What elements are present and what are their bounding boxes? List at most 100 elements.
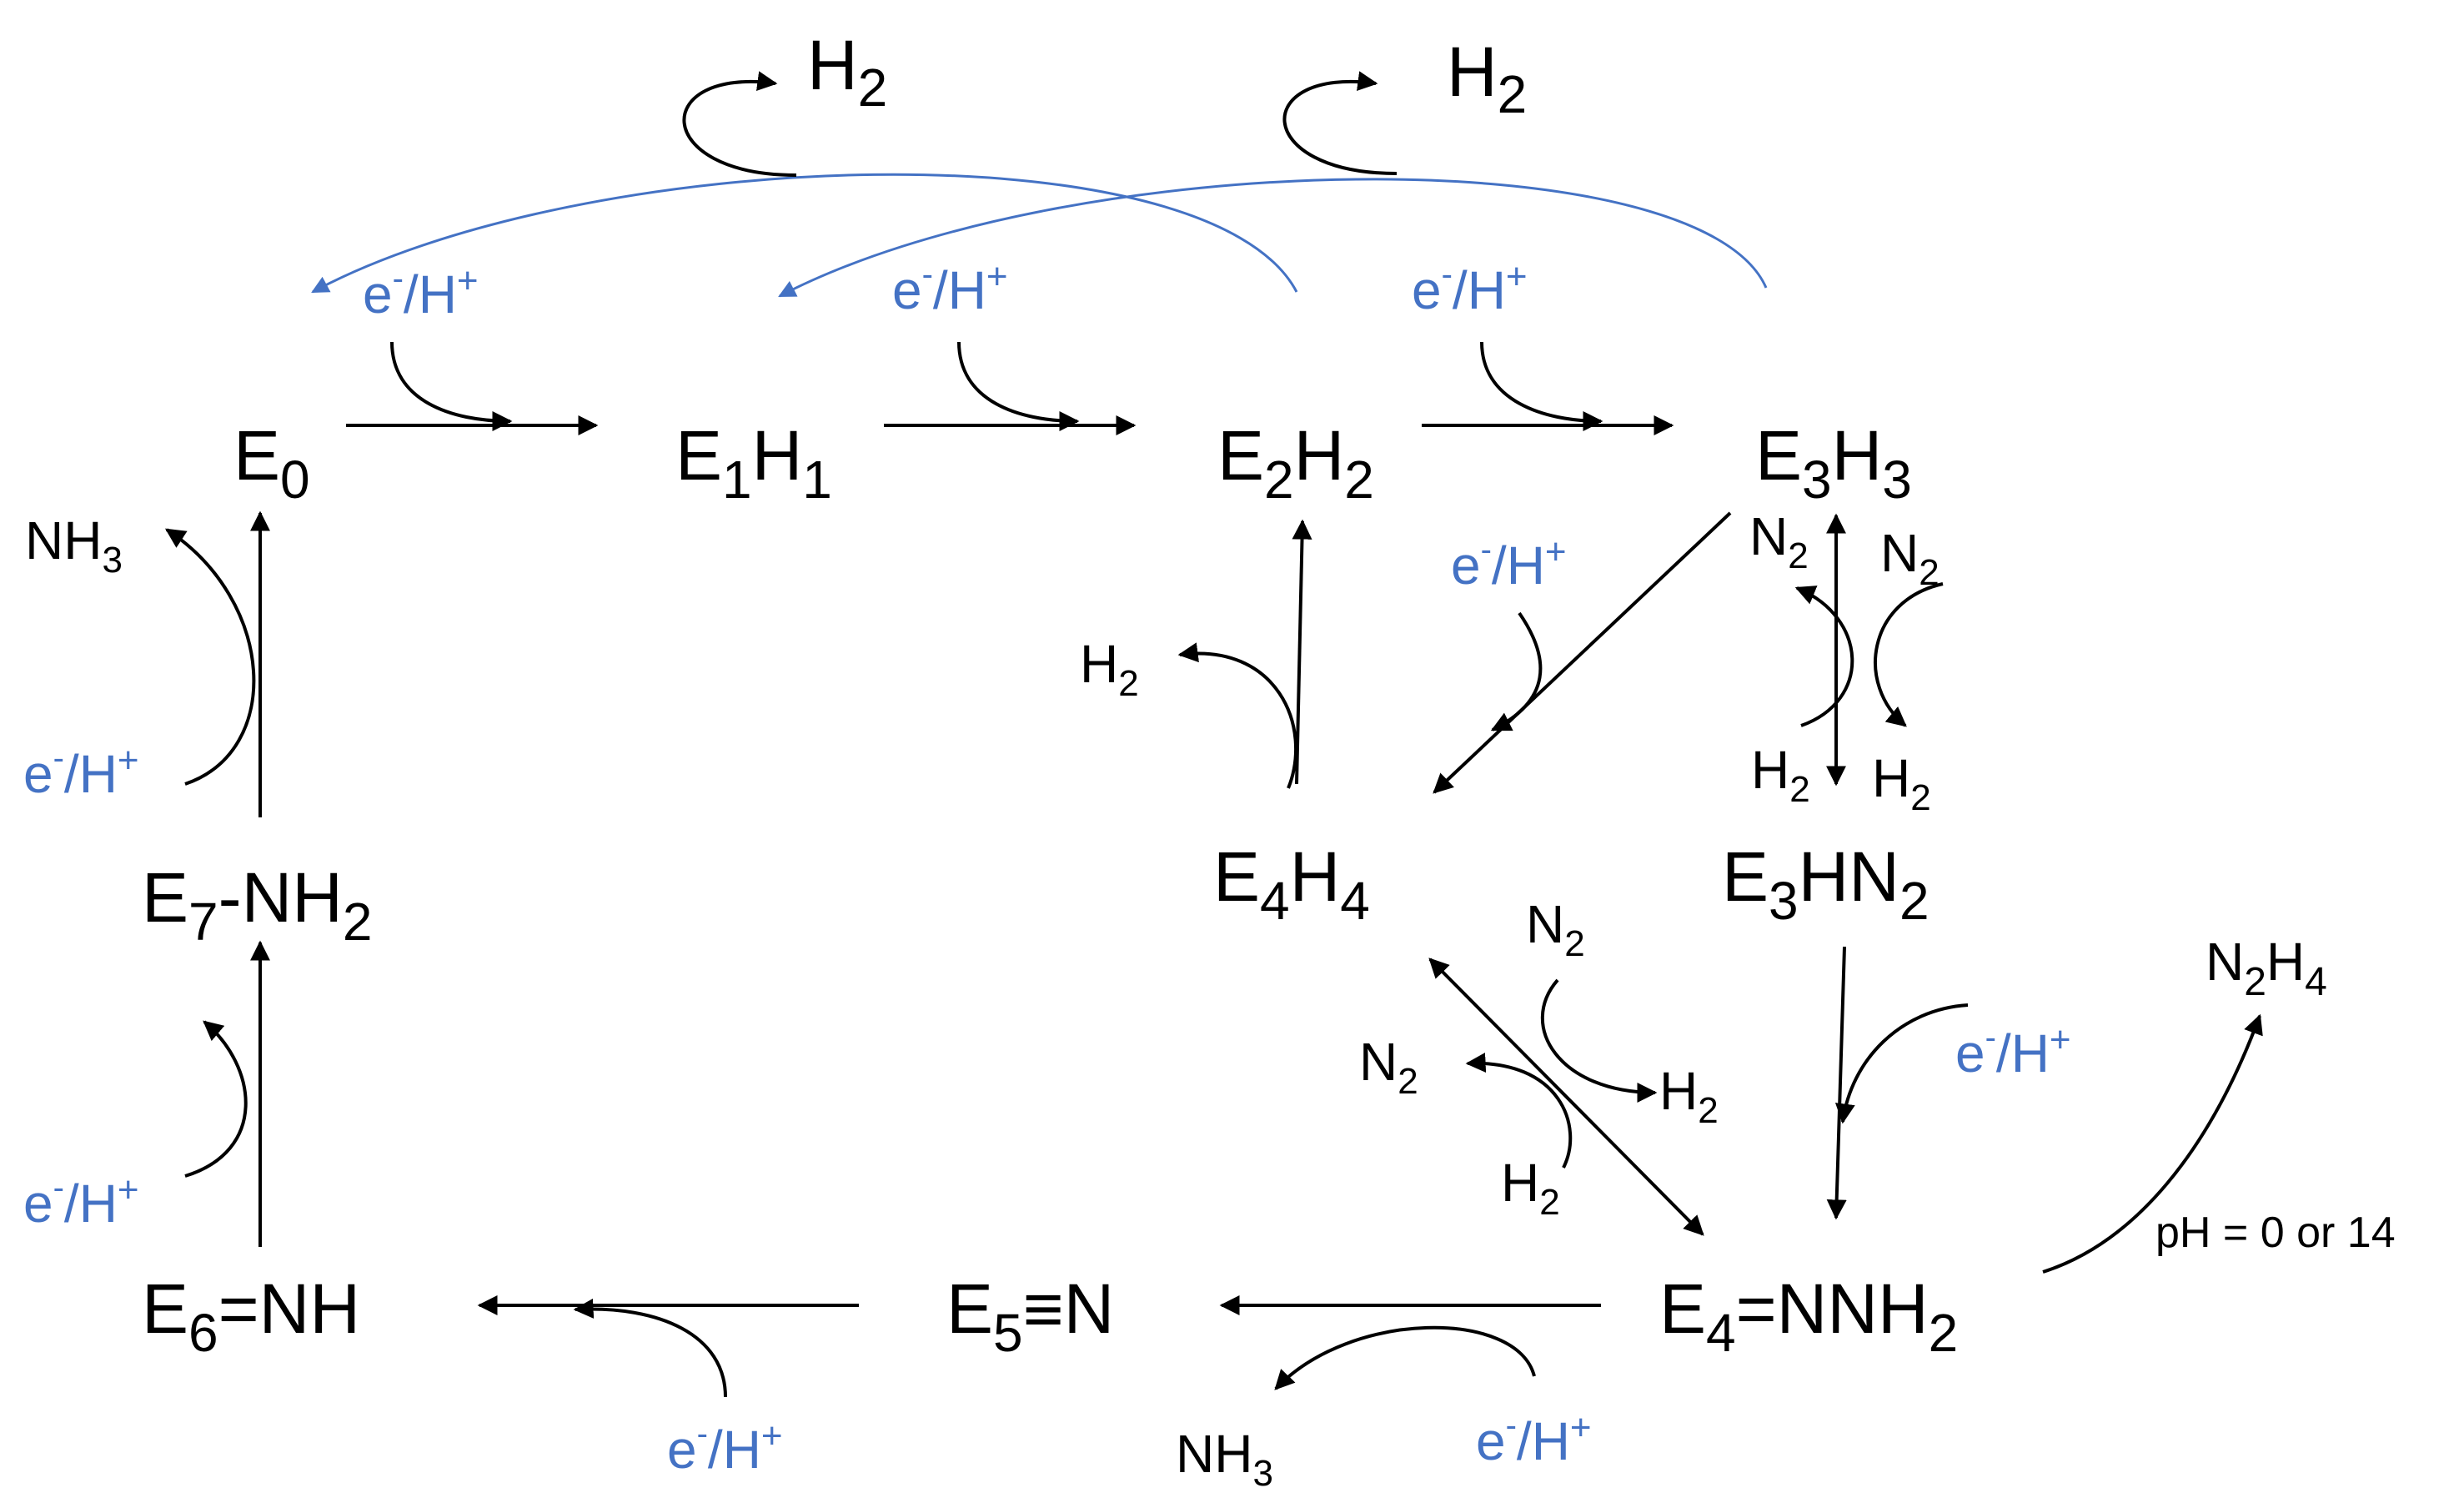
n2-label-right-top-right: N2	[1880, 523, 1940, 593]
nh3-label-bottom: NH3	[1176, 1424, 1273, 1494]
svg-text:e-/H+: e-/H+	[23, 740, 139, 804]
h2-evolution-arc-e3h3-to-e1h1	[778, 178, 1768, 298]
arrow-e3h3-to-e4h4	[1433, 511, 1732, 794]
subscript-3: 3	[1882, 450, 1912, 510]
e-h-label-top-2: e-/H+	[892, 256, 1008, 320]
h2-evolution-arc-e2h2-to-e0	[311, 173, 1298, 294]
state-e3hn2: E3HN2	[1722, 837, 1930, 931]
h2-label-right-bottom-right: H2	[1872, 748, 1931, 818]
n2-label-diagonal-left: N2	[1359, 1032, 1418, 1102]
h2-release-arrow-middle	[1177, 642, 1297, 789]
nh3-release-arrow-bottom	[1274, 1325, 1536, 1390]
formula-text-2: H	[1832, 416, 1883, 495]
formula-text-0: E	[142, 1269, 188, 1348]
top-h2-label-left: H2	[807, 26, 887, 118]
formula-text-2: H	[752, 416, 803, 495]
n2h4-label: N2H4	[2206, 932, 2327, 1004]
state-e7nh2: E7-NH2	[142, 858, 373, 952]
subscript-1: 2	[2244, 960, 2266, 1004]
state-e5n: E5≡N	[946, 1269, 1114, 1363]
subscript-1: 5	[993, 1303, 1023, 1363]
state-e6nh: E6=NH	[142, 1269, 360, 1363]
arrow-e4h4-to-e2h2	[1292, 519, 1312, 785]
state-e1h1: E1H1	[675, 416, 832, 510]
formula-text-2: =NNH	[1736, 1269, 1929, 1348]
subscript-3: 4	[2305, 960, 2327, 1004]
subscript-1: 6	[188, 1303, 218, 1363]
subscript-1: 3	[1769, 871, 1799, 931]
e-h-input-arrow-right	[1834, 1003, 1969, 1124]
subscript-3: 2	[1899, 871, 1930, 931]
e-h-label-bottom-1: e-/H+	[667, 1415, 783, 1480]
subscript-3: 1	[802, 450, 832, 510]
svg-text:e-/H+: e-/H+	[1451, 531, 1567, 596]
ph-condition-note: pH = 0 or 14	[2155, 1209, 2396, 1257]
svg-text:e-/H+: e-/H+	[892, 256, 1008, 320]
state-e4nnh2: E4=NNH2	[1659, 1269, 1958, 1363]
formula-text-0: E	[1755, 416, 1802, 495]
formula-text-0: E	[1217, 416, 1264, 495]
e-h-label-right: e-/H+	[1955, 1019, 2071, 1083]
e-h-input-arrow-3	[1480, 341, 1603, 431]
formula-text-2: H	[1294, 416, 1345, 495]
subscript-1: 1	[722, 450, 752, 510]
formula-text-0: E	[946, 1269, 993, 1348]
n2-binding-arrow-diagonal	[1540, 978, 1658, 1103]
formula-text-2: HN	[1799, 837, 1899, 916]
arrow-e4h4-to-e4nnh2	[1428, 958, 1704, 1236]
svg-text:e-/H+: e-/H+	[667, 1415, 783, 1480]
e-h-label-bottom-2: e-/H+	[1476, 1407, 1592, 1471]
state-e4h4: E4H4	[1213, 837, 1370, 931]
formula-text-2: =NH	[218, 1269, 360, 1348]
h2-label-diagonal-right: H2	[1659, 1061, 1719, 1131]
h2-label-right-bottom-left: H2	[1751, 740, 1810, 810]
top-h2-label-right: H2	[1447, 33, 1527, 124]
svg-text:e-/H+: e-/H+	[23, 1169, 139, 1234]
n2-label-diagonal-top: N2	[1526, 894, 1585, 964]
arrow-e3hn2-to-e4nnh2	[1826, 946, 1847, 1220]
nh3-release-arrow-left	[164, 528, 256, 786]
subscript-1: 4	[1706, 1303, 1736, 1363]
h2-label-diagonal-bottom: H2	[1501, 1153, 1560, 1223]
formula-text-2: H	[2266, 932, 2305, 992]
e-h-label-top-3: e-/H+	[1412, 256, 1528, 320]
arrow-e4nnh2-to-n2h4	[2042, 1013, 2263, 1274]
svg-text:e-/H+: e-/H+	[1955, 1019, 2071, 1083]
e-h-input-arrow-bottom-1	[573, 1298, 727, 1398]
e-h-input-arrow-1	[390, 341, 513, 431]
formula-text-0: E	[675, 416, 722, 495]
formula-text-0: E	[1722, 837, 1769, 916]
formula-text-2: H	[1290, 837, 1341, 916]
subscript-3: 4	[1340, 871, 1370, 931]
e-h-input-arrow-left-2	[184, 1020, 248, 1178]
formula-text-2: -NH	[218, 858, 343, 937]
state-e3h3: E3H3	[1755, 416, 1912, 510]
e-h-input-arrow-2	[957, 341, 1080, 431]
state-e0: E0	[233, 416, 310, 510]
h2-release-arrow-right	[1794, 586, 1854, 727]
nh3-label-left: NH3	[25, 510, 123, 581]
subscript-1: 4	[1260, 871, 1290, 931]
e-h-label-diagonal: e-/H+	[1451, 531, 1567, 596]
subscript-3: 2	[343, 892, 373, 952]
h2-label-middle: H2	[1080, 634, 1139, 704]
formula-text-0: N	[2206, 932, 2244, 992]
subscript-1: 7	[188, 892, 218, 952]
formula-text-0: E	[1659, 1269, 1706, 1348]
subscript-3: 2	[1929, 1303, 1959, 1363]
n2-label-right-top-left: N2	[1749, 506, 1809, 576]
formula-text-0: E	[1213, 837, 1260, 916]
h2-release-arrow-right	[1282, 71, 1398, 175]
e-h-label-left-2: e-/H+	[23, 1169, 139, 1234]
subscript-3: 2	[1344, 450, 1374, 510]
state-e2h2: E2H2	[1217, 416, 1374, 510]
svg-text:e-/H+: e-/H+	[1476, 1407, 1592, 1471]
subscript-1: 3	[1802, 450, 1832, 510]
h2-to-n2-exchange-arrow	[1465, 1053, 1573, 1169]
e-h-label-top-1: e-/H+	[363, 260, 479, 324]
e-h-input-arrow-diagonal	[1490, 611, 1543, 731]
svg-text:e-/H+: e-/H+	[363, 260, 479, 324]
h2-release-arrow-left	[682, 71, 797, 177]
